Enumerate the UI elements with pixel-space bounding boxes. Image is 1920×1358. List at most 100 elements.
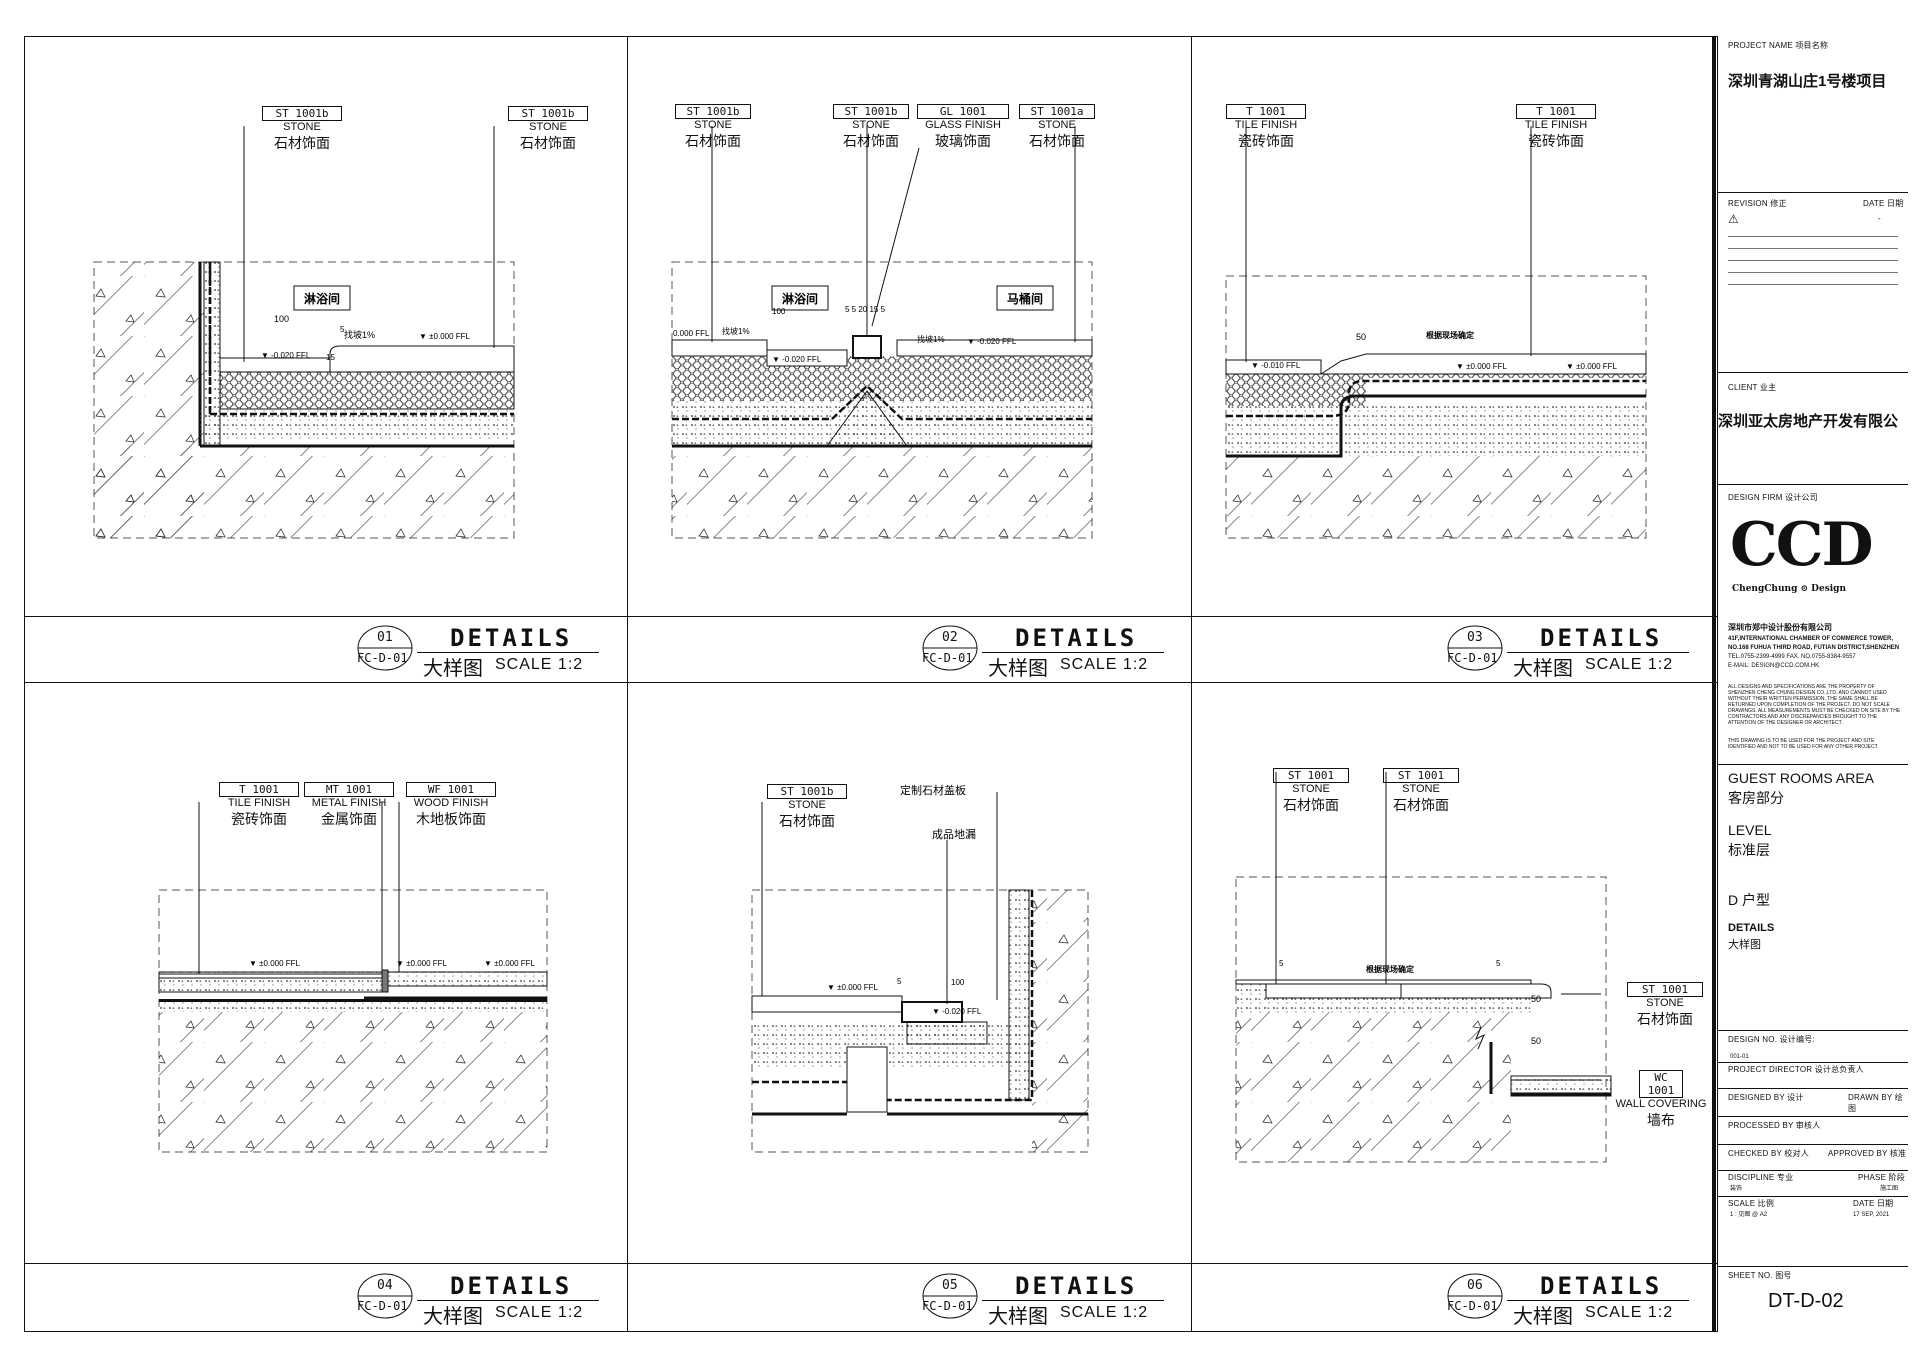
detail-02-dim-100: 100 bbox=[772, 307, 786, 316]
detail-02-slope-2: 找坡1% bbox=[917, 334, 945, 344]
client-name: 深圳亚太房地产开发有限公 bbox=[1718, 413, 1899, 430]
detail-01-tag-1: ST 1001b STONE 石材饰面 bbox=[262, 106, 342, 153]
drawing-frame bbox=[24, 36, 1718, 1332]
project-name: 深圳青湖山庄1号楼项目 bbox=[1728, 73, 1887, 90]
date2-label: DATE 日期 bbox=[1853, 1199, 1894, 1208]
detail-06: 根据现场确定 50 50 5 5 ST 1001 STONE 石材饰面 ST 1… bbox=[1191, 682, 1718, 1263]
firm-address-1: 41F,INTERNATIONAL CHAMBER OF COMMERCE TO… bbox=[1728, 636, 1894, 642]
detail-03-tag-1: T 1001 TILE FINISH 瓷砖饰面 bbox=[1226, 104, 1306, 151]
tag-code: ST 1001a bbox=[1019, 104, 1095, 119]
discipline-value: 装饰 bbox=[1730, 1186, 1743, 1192]
detail-05-note-1: 定制石材盖板 bbox=[900, 783, 966, 797]
detail-06-number: 06 bbox=[1467, 1278, 1483, 1293]
detail-05-note-2: 成品地漏 bbox=[932, 828, 976, 841]
approved-by-label: APPROVED BY 核准 bbox=[1828, 1149, 1907, 1158]
detail-04-tag-1: T 1001 TILE FINISH 瓷砖饰面 bbox=[219, 782, 299, 829]
tag-cn: 瓷砖饰面 bbox=[1238, 133, 1294, 149]
tag-code: GL 1001 bbox=[917, 104, 1009, 119]
detail-03-dim-50: 50 bbox=[1356, 332, 1366, 342]
tag-en: METAL FINISH bbox=[311, 797, 387, 809]
detail-05-ffl-2: ▼ -0.020 FFL bbox=[932, 1007, 982, 1016]
tag-en: STONE bbox=[1646, 997, 1684, 1009]
detail-02-dims: 5 5 20 15 5 bbox=[845, 305, 886, 314]
tag-cn: 石材饰面 bbox=[1029, 133, 1085, 149]
tag-code: T 1001 bbox=[1516, 104, 1596, 119]
detail-05-title-block: 05 FC-D-01 DETAILS 大样图 SCALE 1:2 bbox=[920, 1266, 1190, 1328]
detail-01-ffl-2: ▼ -0.020 FFL bbox=[261, 351, 311, 360]
detail-01-subtitle: 大样图 bbox=[423, 658, 483, 680]
detail-06-dim-5-1: 5 bbox=[1279, 959, 1284, 968]
detail-04-tag-2: MT 1001 METAL FINISH 金属饰面 bbox=[304, 782, 394, 829]
tag-cn: 石材饰面 bbox=[1283, 797, 1339, 813]
tag-en: STONE bbox=[1038, 119, 1076, 131]
detail-06-tag-4: WC 1001 WALL COVERING 墙布 bbox=[1611, 1070, 1711, 1130]
detail-02-tag-2: ST 1001b STONE 石材饰面 bbox=[833, 104, 909, 151]
ccd-logo: CCD bbox=[1730, 510, 1874, 580]
detail-03-ffl-3: ▼ -0.010 FFL bbox=[1251, 361, 1301, 370]
detail-06-site-note: 根据现场确定 bbox=[1366, 964, 1414, 974]
detail-04-title-block: 04 FC-D-01 DETAILS 大样图 SCALE 1:2 bbox=[355, 1266, 625, 1328]
detail-01-dim-5: 5 bbox=[340, 325, 345, 334]
sheet-no: DT-D-02 bbox=[1768, 1290, 1844, 1312]
tag-code: T 1001 bbox=[1226, 104, 1306, 119]
detail-05-number: 05 bbox=[942, 1278, 958, 1293]
tag-cn: 玻璃饰面 bbox=[935, 133, 991, 149]
detail-06-dim-5-2: 5 bbox=[1496, 959, 1501, 968]
detail-02-room-1: 淋浴间 bbox=[782, 291, 818, 306]
title-block-border bbox=[1712, 36, 1716, 1332]
processed-by-label: PROCESSED BY 审核人 bbox=[1728, 1121, 1821, 1130]
detail-05: 定制石材盖板 成品地漏 ▼ ±0.000 FFL ▼ -0.020 FFL 10… bbox=[627, 682, 1191, 1263]
details-cn: 大样图 bbox=[1728, 939, 1761, 951]
grid-divider-h3 bbox=[24, 1263, 1718, 1264]
tag-en: STONE bbox=[694, 119, 732, 131]
title-block: PROJECT NAME 项目名称 深圳青湖山庄1号楼项目 REVISION 修… bbox=[1718, 36, 1908, 1332]
detail-01-tag-2: ST 1001b STONE 石材饰面 bbox=[508, 106, 588, 153]
detail-06-ref: FC-D-01 bbox=[1447, 1299, 1498, 1313]
detail-04-drawing: ▼ ±0.000 FFL ▼ ±0.000 FFL ▼ ±0.000 FFL bbox=[158, 802, 548, 1153]
grid-divider-v2 bbox=[1191, 36, 1192, 1332]
disclaimer-1: ALL DESIGNS AND SPECIFICATIONS ARE THE P… bbox=[1728, 684, 1901, 726]
detail-02-ffl-1: 0.000 FFL bbox=[673, 329, 710, 338]
detail-06-dim-50-2: 50 bbox=[1531, 1036, 1541, 1046]
tag-en: TILE FINISH bbox=[227, 797, 291, 809]
tag-code: ST 1001b bbox=[262, 106, 342, 121]
detail-02-ffl-3: ▼ -0.020 FFL bbox=[967, 337, 1017, 346]
detail-06-subtitle: 大样图 bbox=[1513, 1306, 1573, 1328]
detail-02-scale: SCALE 1:2 bbox=[1060, 656, 1149, 673]
revision-dash: - bbox=[1878, 214, 1881, 223]
detail-02-drawing: 淋浴间 马桶间 0.000 FFL 找坡1% ▼ -0.020 FFL 找坡1%… bbox=[671, 126, 1093, 539]
area-en: GUEST ROOMS AREA bbox=[1728, 770, 1874, 786]
drawn-by-label: DRAWN BY 绘图 bbox=[1848, 1093, 1903, 1113]
tag-code: ST 1001 bbox=[1383, 768, 1459, 783]
detail-02-tag-4: ST 1001a STONE 石材饰面 bbox=[1019, 104, 1095, 151]
ccd-logo-sub: ChengChung ⊙ Design bbox=[1732, 584, 1847, 594]
tag-code: ST 1001b bbox=[508, 106, 588, 121]
firm-email[interactable]: E-MAIL: DESIGN@CCD.COM.HK bbox=[1728, 663, 1820, 669]
detail-03-drawing: 50 根据现场确定 ▼ ±0.000 FFL ▼ ±0.000 FFL ▼ -0… bbox=[1225, 126, 1647, 539]
detail-03-tag-2: T 1001 TILE FINISH 瓷砖饰面 bbox=[1516, 104, 1596, 151]
detail-06-dim-50-1: 50 bbox=[1531, 994, 1541, 1004]
tag-en: STONE bbox=[788, 799, 826, 811]
unit-type: D 户型 bbox=[1728, 892, 1770, 908]
detail-04: ▼ ±0.000 FFL ▼ ±0.000 FFL ▼ ±0.000 FFL T… bbox=[24, 682, 627, 1263]
detail-02-subtitle: 大样图 bbox=[988, 658, 1048, 680]
detail-06-scale: SCALE 1:2 bbox=[1585, 1304, 1674, 1321]
firm-name: 深圳市郑中设计股份有限公司 bbox=[1728, 623, 1832, 632]
detail-01-dim-15: 15 bbox=[326, 353, 335, 362]
detail-03-scale: SCALE 1:2 bbox=[1585, 656, 1674, 673]
detail-05-title: DETAILS bbox=[1015, 1272, 1138, 1300]
detail-04-ffl-3: ▼ ±0.000 FFL bbox=[484, 959, 536, 968]
detail-02-tag-3: GL 1001 GLASS FINISH 玻璃饰面 bbox=[917, 104, 1009, 151]
detail-01-title: DETAILS bbox=[450, 624, 573, 652]
detail-05-dim-100: 100 bbox=[951, 978, 965, 987]
project-name-label: PROJECT NAME 项目名称 bbox=[1728, 41, 1829, 50]
tag-en: STONE bbox=[1292, 783, 1330, 795]
detail-01-dim-100: 100 bbox=[274, 314, 289, 324]
tag-en: TILE FINISH bbox=[1234, 119, 1298, 131]
detail-02: 淋浴间 马桶间 0.000 FFL 找坡1% ▼ -0.020 FFL 找坡1%… bbox=[627, 36, 1191, 682]
detail-04-tag-3: WF 1001 WOOD FINISH 木地板饰面 bbox=[406, 782, 496, 829]
detail-04-ffl-1: ▼ ±0.000 FFL bbox=[249, 959, 301, 968]
detail-06-tag-3: ST 1001 STONE 石材饰面 bbox=[1627, 982, 1703, 1029]
detail-03: 50 根据现场确定 ▼ ±0.000 FFL ▼ ±0.000 FFL ▼ -0… bbox=[1191, 36, 1718, 682]
detail-01: 淋浴间 100 找坡1% ▼ ±0.000 FFL ▼ -0.020 FFL 1… bbox=[24, 36, 627, 682]
